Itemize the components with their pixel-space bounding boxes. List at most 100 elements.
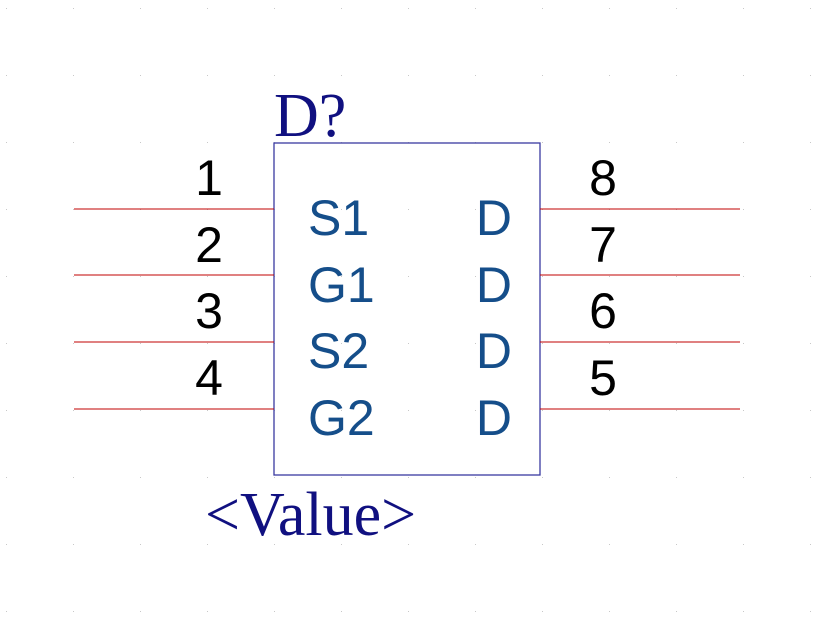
pin-8[interactable]: 8 D <box>476 150 740 246</box>
grid-dot <box>408 410 409 411</box>
grid-dot <box>743 209 744 210</box>
pin-1-number: 1 <box>195 150 223 206</box>
pin-8-name: D <box>476 190 512 246</box>
grid-dot <box>542 343 543 344</box>
grid-dot <box>6 410 7 411</box>
grid-dot <box>810 477 811 478</box>
pin-2-name: G1 <box>308 257 375 313</box>
grid-dot <box>676 410 677 411</box>
grid-dot <box>207 8 208 9</box>
grid-dot <box>207 410 208 411</box>
grid-dot <box>676 75 677 76</box>
grid-dot <box>6 611 7 612</box>
grid-dot <box>408 611 409 612</box>
grid-dot <box>408 209 409 210</box>
grid-dot <box>542 410 543 411</box>
pin-1[interactable]: 1 S1 <box>74 150 369 246</box>
grid-dot <box>810 209 811 210</box>
grid-dot <box>140 8 141 9</box>
grid-dot <box>341 477 342 478</box>
grid-dot <box>542 611 543 612</box>
grid-dot <box>475 611 476 612</box>
grid-dot <box>408 8 409 9</box>
grid-dot <box>609 410 610 411</box>
grid-dot <box>743 410 744 411</box>
grid-dot <box>73 276 74 277</box>
pin-3[interactable]: 3 S2 <box>74 283 369 379</box>
grid-dot <box>341 343 342 344</box>
grid-dot <box>676 477 677 478</box>
grid-dot <box>810 611 811 612</box>
grid-dot <box>73 209 74 210</box>
grid-dot <box>274 611 275 612</box>
grid-dot <box>6 142 7 143</box>
grid-dot <box>140 544 141 545</box>
grid-dot <box>140 477 141 478</box>
grid-dot <box>542 8 543 9</box>
grid-dot <box>6 209 7 210</box>
grid-dot <box>475 544 476 545</box>
grid-dot <box>274 8 275 9</box>
pin-2-number: 2 <box>195 217 223 273</box>
pin-7[interactable]: 7 D <box>476 217 740 313</box>
grid-dot <box>609 276 610 277</box>
pin-3-name: S2 <box>308 323 369 379</box>
grid-dot <box>408 544 409 545</box>
grid-dot <box>609 611 610 612</box>
grid-dot <box>6 544 7 545</box>
grid-dot <box>810 410 811 411</box>
grid-dot <box>73 410 74 411</box>
pin-7-name: D <box>476 257 512 313</box>
pin-8-number: 8 <box>589 150 617 206</box>
grid-dot <box>475 209 476 210</box>
grid-dot <box>810 343 811 344</box>
grid-dot <box>542 477 543 478</box>
grid-dot <box>274 75 275 76</box>
pin-5-number: 5 <box>589 350 617 406</box>
value-label[interactable]: <Value> <box>205 481 416 549</box>
grid-dot <box>743 276 744 277</box>
pin-5-name: D <box>476 390 512 446</box>
pin-6[interactable]: 6 D <box>476 283 740 379</box>
grid-dot <box>810 8 811 9</box>
pin-6-name: D <box>476 323 512 379</box>
grid-dot <box>341 8 342 9</box>
grid-dot <box>408 75 409 76</box>
grid-dot <box>475 477 476 478</box>
grid-dot <box>274 477 275 478</box>
grid-dot <box>743 343 744 344</box>
grid-dot <box>408 343 409 344</box>
grid-dot <box>274 544 275 545</box>
grid-dot <box>609 75 610 76</box>
grid-dot <box>475 8 476 9</box>
pin-6-number: 6 <box>589 283 617 339</box>
grid-dot <box>609 343 610 344</box>
designator-label[interactable]: D? <box>274 82 346 150</box>
grid-dot <box>676 142 677 143</box>
component-body[interactable] <box>273 142 541 476</box>
grid-dot <box>6 477 7 478</box>
grid-dot <box>408 276 409 277</box>
grid-dot <box>743 8 744 9</box>
grid-dot <box>810 75 811 76</box>
grid-dot <box>6 276 7 277</box>
grid-dot <box>609 8 610 9</box>
grid-dot <box>341 544 342 545</box>
grid-dot <box>6 8 7 9</box>
grid-dot <box>207 276 208 277</box>
grid-dot <box>609 544 610 545</box>
pin-1-name: S1 <box>308 190 369 246</box>
grid-dot <box>609 142 610 143</box>
pin-4-number: 4 <box>195 350 223 406</box>
grid-dot <box>542 75 543 76</box>
pin-5[interactable]: 5 D <box>476 350 740 446</box>
grid-dot <box>341 209 342 210</box>
pin-2[interactable]: 2 G1 <box>74 217 375 313</box>
grid-dot <box>73 8 74 9</box>
pin-4[interactable]: 4 G2 <box>74 350 375 446</box>
grid-dot <box>810 544 811 545</box>
grid-dot <box>743 75 744 76</box>
grid-dot <box>341 611 342 612</box>
grid-dot <box>207 343 208 344</box>
grid-dot <box>140 343 141 344</box>
